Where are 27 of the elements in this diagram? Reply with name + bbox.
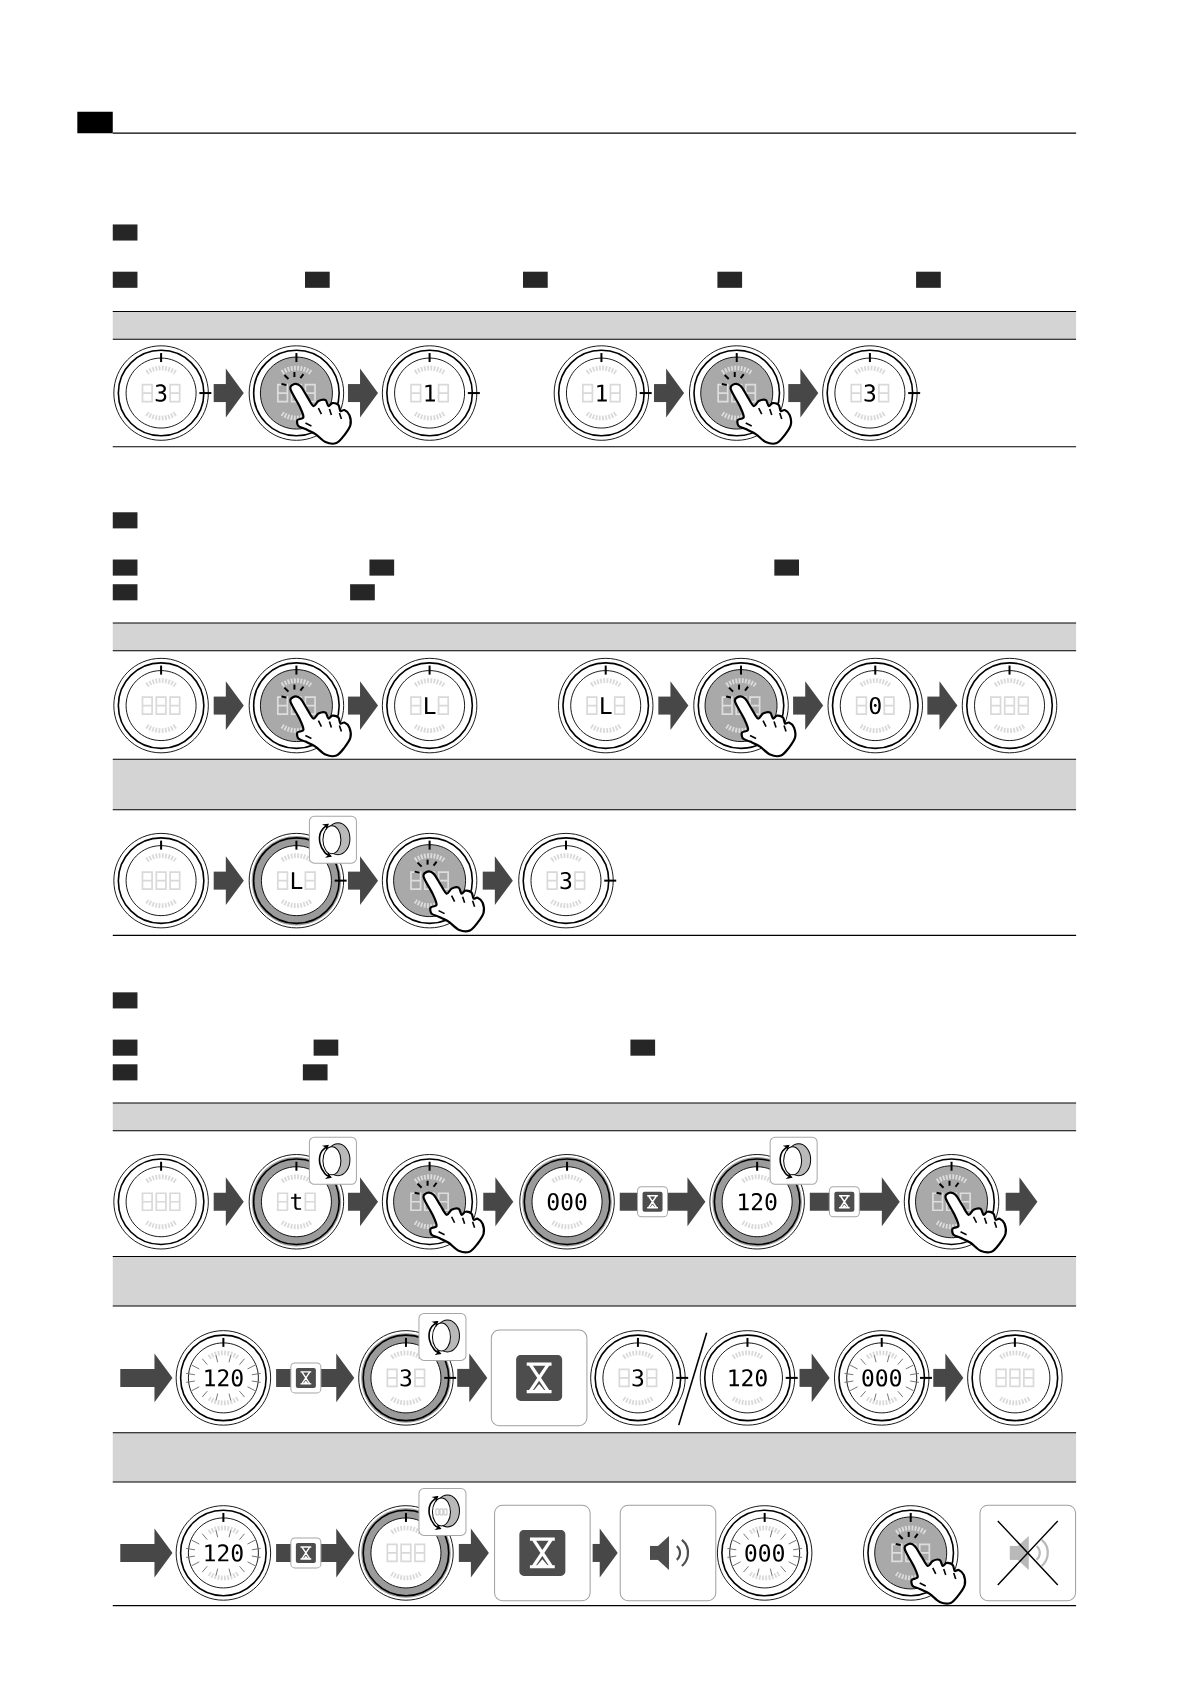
control-dial: L bbox=[381, 657, 478, 754]
control-dial bbox=[113, 1154, 209, 1250]
control-dial: 1 bbox=[381, 345, 481, 441]
control-dial: 120 bbox=[709, 1154, 805, 1250]
control-dial: 0 bbox=[827, 657, 923, 754]
control-dial bbox=[113, 657, 209, 754]
control-dial: 000 bbox=[716, 1505, 813, 1601]
icon-card bbox=[619, 1504, 717, 1602]
control-dial: 3 bbox=[590, 1330, 690, 1426]
control-dial bbox=[358, 1505, 454, 1601]
control-dial: 120 bbox=[175, 1505, 272, 1601]
control-dial bbox=[967, 1330, 1063, 1426]
control-dial: 3 bbox=[358, 1330, 458, 1426]
control-dial: 3 bbox=[113, 345, 213, 441]
control-dial: 3 bbox=[518, 832, 618, 929]
control-dial: L bbox=[248, 832, 348, 929]
control-dial: 3 bbox=[822, 345, 922, 441]
control-dial: 1 bbox=[553, 345, 653, 441]
control-dial: t bbox=[248, 1154, 345, 1250]
control-dial: 120 bbox=[699, 1330, 799, 1426]
control-dial: 000 bbox=[519, 1154, 615, 1250]
control-dial: L bbox=[558, 657, 654, 754]
icon-card bbox=[979, 1504, 1077, 1602]
control-dial: 120 bbox=[175, 1330, 272, 1426]
control-dial: 000 bbox=[834, 1330, 933, 1426]
control-dial bbox=[961, 657, 1058, 754]
control-dial bbox=[113, 832, 209, 929]
